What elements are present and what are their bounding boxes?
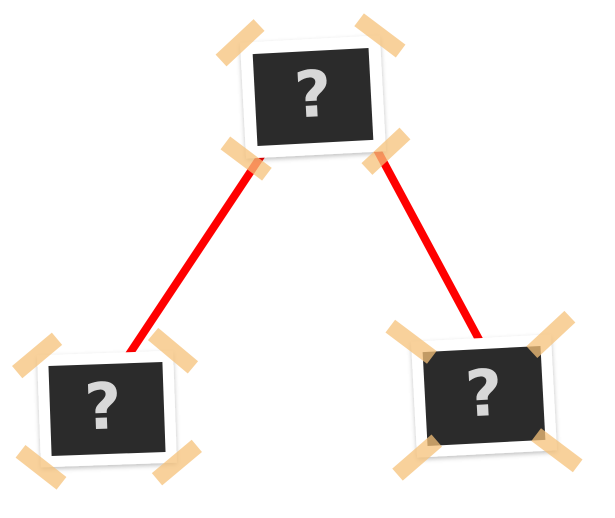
link-top-to-left (124, 147, 269, 359)
tape-strips (12, 327, 202, 490)
photo-node-right: ? (385, 310, 583, 481)
tape-top-right (147, 327, 199, 374)
photo-node-left: ? (12, 327, 202, 490)
tape-bottom-right (361, 127, 411, 175)
photo-node-top: ? (215, 13, 411, 181)
tape-bottom-right (151, 439, 202, 486)
photo-image (48, 362, 166, 456)
tape-top-left (385, 319, 437, 364)
connections (124, 144, 486, 359)
tape-top-left (12, 332, 63, 379)
tape-bottom-right (531, 428, 583, 473)
tape-top-right (354, 13, 406, 58)
question-mark-icon: ? (463, 357, 504, 433)
tape-strips (215, 13, 411, 181)
question-mark-icon: ? (83, 370, 123, 445)
tape-strips (385, 310, 583, 481)
tape-top-left (215, 19, 265, 67)
tape-bottom-left (392, 434, 443, 481)
tape-bottom-left (15, 445, 67, 490)
photo-image (422, 345, 546, 447)
photo-image (252, 48, 374, 146)
tape-bottom-left (220, 136, 272, 181)
link-top-to-right (371, 144, 486, 347)
tape-top-right (526, 310, 576, 358)
question-mark-icon: ? (292, 58, 333, 134)
